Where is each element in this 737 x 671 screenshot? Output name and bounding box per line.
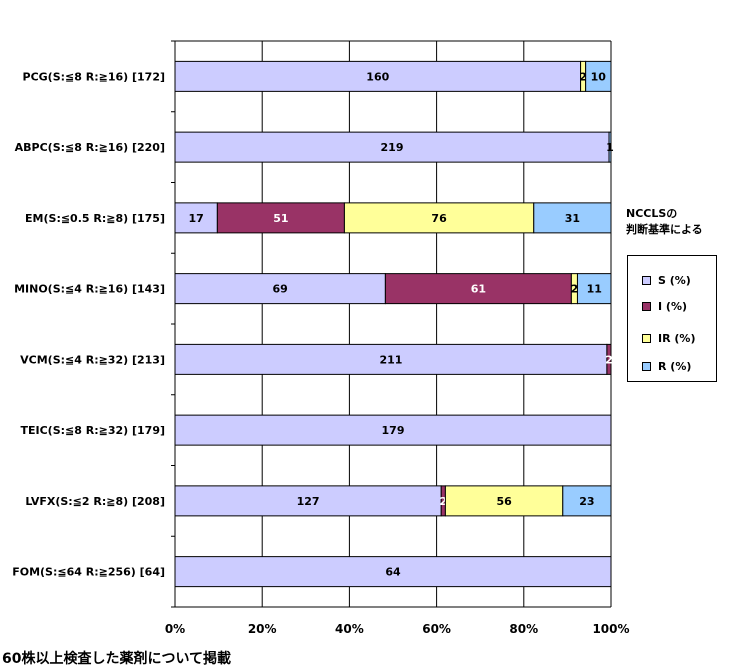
- bar-segment: [216, 202, 345, 234]
- bar-segment: [174, 273, 386, 305]
- legend-item-i: I (%): [642, 299, 687, 313]
- category-label: FOM(S:≦64 R:≧256) [64]: [12, 566, 165, 579]
- data-label: 17: [189, 212, 204, 225]
- bar-segment: [343, 202, 535, 234]
- data-label: 211: [379, 353, 402, 366]
- data-label: 31: [565, 212, 580, 225]
- bar-segment: [608, 131, 612, 163]
- data-label: 61: [471, 283, 486, 296]
- data-label: 76: [431, 212, 447, 225]
- data-label: 23: [579, 495, 594, 508]
- data-label: 219: [381, 141, 404, 154]
- bar-segment: [174, 414, 612, 446]
- bar-segment: [533, 202, 612, 234]
- data-label: 2: [439, 495, 447, 508]
- legend-swatch-ir: [642, 333, 651, 343]
- x-axis-ticks: 0% 20% 40% 60% 80% 100%: [165, 622, 630, 636]
- x-tick-label: 60%: [422, 622, 451, 636]
- bar-segment: [174, 131, 610, 163]
- category-labels: PCG(S:≦8 R:≧16) [172] ABPC(S:≦8 R:≧16) [2…: [12, 70, 165, 578]
- data-label: 56: [496, 495, 512, 508]
- legend-label-s: S (%): [658, 273, 691, 287]
- x-tick-label: 40%: [335, 622, 364, 636]
- x-tick-label: 20%: [248, 622, 277, 636]
- data-label: 127: [297, 495, 320, 508]
- bar-segment: [174, 343, 608, 375]
- legend-swatch-i: [642, 301, 651, 311]
- bar-segment: [576, 273, 612, 305]
- data-label: 160: [366, 70, 389, 83]
- category-label: PCG(S:≦8 R:≧16) [172]: [23, 70, 165, 83]
- category-label: LVFX(S:≦2 R:≧8) [208]: [25, 495, 165, 508]
- legend-title-line2: 判断基準による: [626, 223, 703, 236]
- bar-segment: [606, 343, 612, 375]
- data-label: 10: [591, 70, 607, 83]
- bar-segment: [174, 556, 612, 588]
- category-label: TEIC(S:≦8 R:≧32) [179]: [21, 424, 166, 437]
- legend-title: NCCLSの 判断基準による: [626, 206, 703, 238]
- x-tick-label: 0%: [165, 622, 185, 636]
- bar-segment: [174, 60, 582, 92]
- data-label: 179: [382, 424, 405, 437]
- category-label: EM(S:≦0.5 R:≧8) [175]: [25, 212, 165, 225]
- data-label: 51: [273, 212, 288, 225]
- bar-segment: [585, 60, 612, 92]
- data-label: 64: [385, 566, 401, 579]
- legend-swatch-r: [642, 361, 651, 371]
- data-label: 69: [273, 283, 288, 296]
- data-label: 2: [605, 353, 613, 366]
- footnote: 60株以上検査した薬剤について掲載: [2, 651, 232, 667]
- category-label: MINO(S:≦4 R:≧16) [143]: [14, 283, 165, 296]
- gridlines: [171, 40, 612, 608]
- bar-segment: [174, 202, 218, 234]
- legend-label-i: I (%): [658, 299, 687, 313]
- category-label: ABPC(S:≦8 R:≧16) [220]: [15, 141, 165, 154]
- x-tick-label: 80%: [509, 622, 538, 636]
- legend-title-line1: NCCLSの: [626, 207, 678, 220]
- legend-swatch-s: [642, 275, 651, 285]
- legend: S (%) I (%) IR (%) R (%): [627, 255, 717, 382]
- legend-item-s: S (%): [642, 273, 691, 287]
- data-label: 2: [571, 283, 579, 296]
- legend-label-r: R (%): [658, 359, 692, 373]
- legend-label-ir: IR (%): [658, 331, 696, 345]
- data-label: 11: [587, 283, 602, 296]
- data-label: 2: [579, 70, 587, 83]
- x-tick-label: 100%: [592, 622, 629, 636]
- legend-item-ir: IR (%): [642, 331, 695, 345]
- bar-segment: [562, 485, 612, 517]
- category-label: VCM(S:≦4 R:≧32) [213]: [20, 353, 165, 366]
- legend-item-r: R (%): [642, 359, 691, 373]
- data-label: 1: [606, 141, 614, 154]
